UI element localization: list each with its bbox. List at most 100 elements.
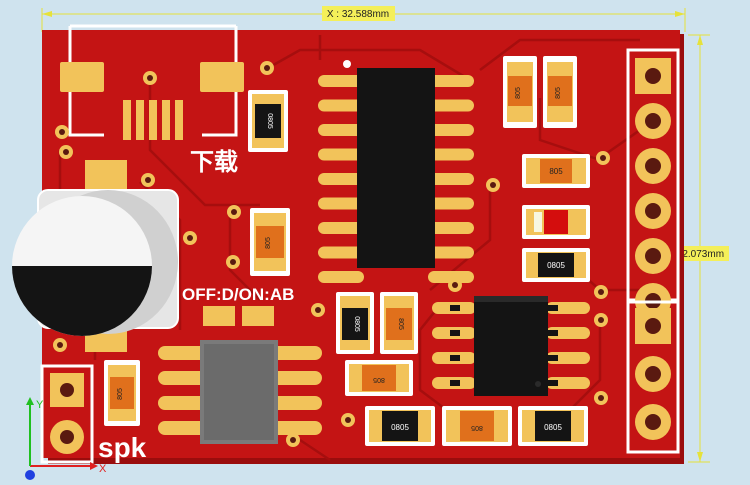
- electrolytic-capacitor: [12, 160, 179, 352]
- via-hole: [345, 417, 351, 423]
- part-label: 0805: [544, 423, 562, 432]
- x-axis-label: X: [99, 463, 107, 475]
- y-dimension-label: Y : 22.073mm: [662, 249, 724, 260]
- header-6pin: [626, 48, 680, 319]
- pin1-dot: [343, 60, 351, 68]
- capacitor-805-spk: 805: [104, 360, 140, 426]
- usb-pad: [60, 62, 104, 92]
- amp-lead: [548, 305, 558, 311]
- ic-left-pins: [318, 75, 364, 283]
- main-ic: [318, 60, 474, 283]
- part-label: 0805: [353, 316, 360, 332]
- via-hole: [57, 342, 63, 348]
- amp-lead: [450, 305, 460, 311]
- resistor-0805-bottom-3: 0805: [518, 406, 588, 446]
- header-pin: [635, 404, 671, 440]
- module-pin: [266, 396, 322, 410]
- part-label: 805: [397, 318, 404, 330]
- ic-pin: [428, 271, 474, 283]
- main-ic-body: [357, 68, 435, 268]
- part-label: 805: [117, 388, 124, 400]
- ic-pin: [318, 271, 364, 283]
- amp-lead: [450, 380, 460, 386]
- part-label: 0805: [547, 261, 565, 270]
- usb-pad: [200, 62, 244, 92]
- power-module: [158, 340, 322, 444]
- via-hole: [315, 307, 321, 313]
- via-hole: [230, 259, 236, 265]
- ic-pin: [318, 222, 364, 234]
- via-hole: [63, 149, 69, 155]
- led: [522, 205, 590, 239]
- x-dimension-label-bg: [322, 6, 395, 21]
- speaker-header: [40, 364, 94, 464]
- module-pin: [266, 421, 322, 435]
- via-hole: [231, 209, 237, 215]
- header-pin: [635, 356, 671, 392]
- amp-lead: [548, 330, 558, 336]
- ic-pin: [318, 124, 364, 136]
- resistor-0805-right: 0805: [522, 248, 590, 282]
- header-3pin: [626, 300, 680, 454]
- capacitor-805-bottom: 805: [380, 292, 418, 354]
- mode-switch-label: OFF:D/ON:AB: [182, 285, 294, 304]
- header-pin: [635, 58, 671, 94]
- ic-right-pins: [428, 75, 474, 283]
- via-hole: [600, 155, 606, 161]
- amp-lead: [450, 355, 460, 361]
- via-hole: [187, 235, 193, 241]
- via-hole: [145, 177, 151, 183]
- capacitor-805-1: 805: [503, 56, 537, 128]
- ic-pin: [318, 99, 364, 112]
- usb-pin: [123, 100, 131, 140]
- part-label: 805: [471, 424, 483, 431]
- x-dimension-label: X : 32.588mm: [327, 9, 389, 20]
- mode-jumper: [203, 306, 274, 326]
- usb-connector: [60, 24, 244, 140]
- capacitor-805-center: 805: [250, 208, 290, 276]
- part-label: 0805: [266, 113, 273, 129]
- via-hole: [264, 65, 270, 71]
- axis-gizmo: X Y: [25, 397, 107, 480]
- ic-pin: [428, 246, 474, 259]
- ic-pin: [318, 148, 364, 161]
- amp-lead: [548, 380, 558, 386]
- resistor-0805-bottom-1: 0805: [365, 406, 435, 446]
- amp-lead: [548, 355, 558, 361]
- ic-pin: [428, 173, 474, 185]
- download-label: 下载: [190, 149, 238, 176]
- usb-pin: [136, 100, 144, 140]
- capacitor-805-mid: 805: [345, 360, 413, 396]
- module-pin: [266, 371, 322, 385]
- ic-pin: [428, 222, 474, 234]
- header-pin: [635, 238, 671, 274]
- capacitor-805-2: 805: [543, 56, 577, 128]
- part-label: 805: [515, 87, 522, 99]
- usb-pin: [162, 100, 170, 140]
- via-hole: [452, 282, 458, 288]
- resistor-0805-bottom-left: 0805: [336, 292, 374, 354]
- x-dimension: X : 32.588mm: [41, 6, 686, 32]
- header-pin: [635, 308, 671, 344]
- via-hole: [290, 437, 296, 443]
- usb-pin: [175, 100, 183, 140]
- via-hole: [490, 182, 496, 188]
- header-pin: [635, 148, 671, 184]
- via-hole: [59, 129, 65, 135]
- ic-pin: [428, 99, 474, 112]
- header-pin: [635, 193, 671, 229]
- usb-pin: [149, 100, 157, 140]
- amp-lead: [450, 330, 460, 336]
- vias: [53, 61, 610, 447]
- ic-pin: [318, 75, 364, 87]
- part-label: 805: [373, 376, 385, 383]
- ic-pin: [318, 173, 364, 185]
- capacitor-805-horizontal: 805: [522, 154, 590, 188]
- amplifier-ic: [432, 296, 590, 396]
- ic-pin: [428, 148, 474, 161]
- ic-pin: [318, 246, 364, 259]
- speaker-label: spk: [98, 432, 147, 463]
- via-hole: [598, 289, 604, 295]
